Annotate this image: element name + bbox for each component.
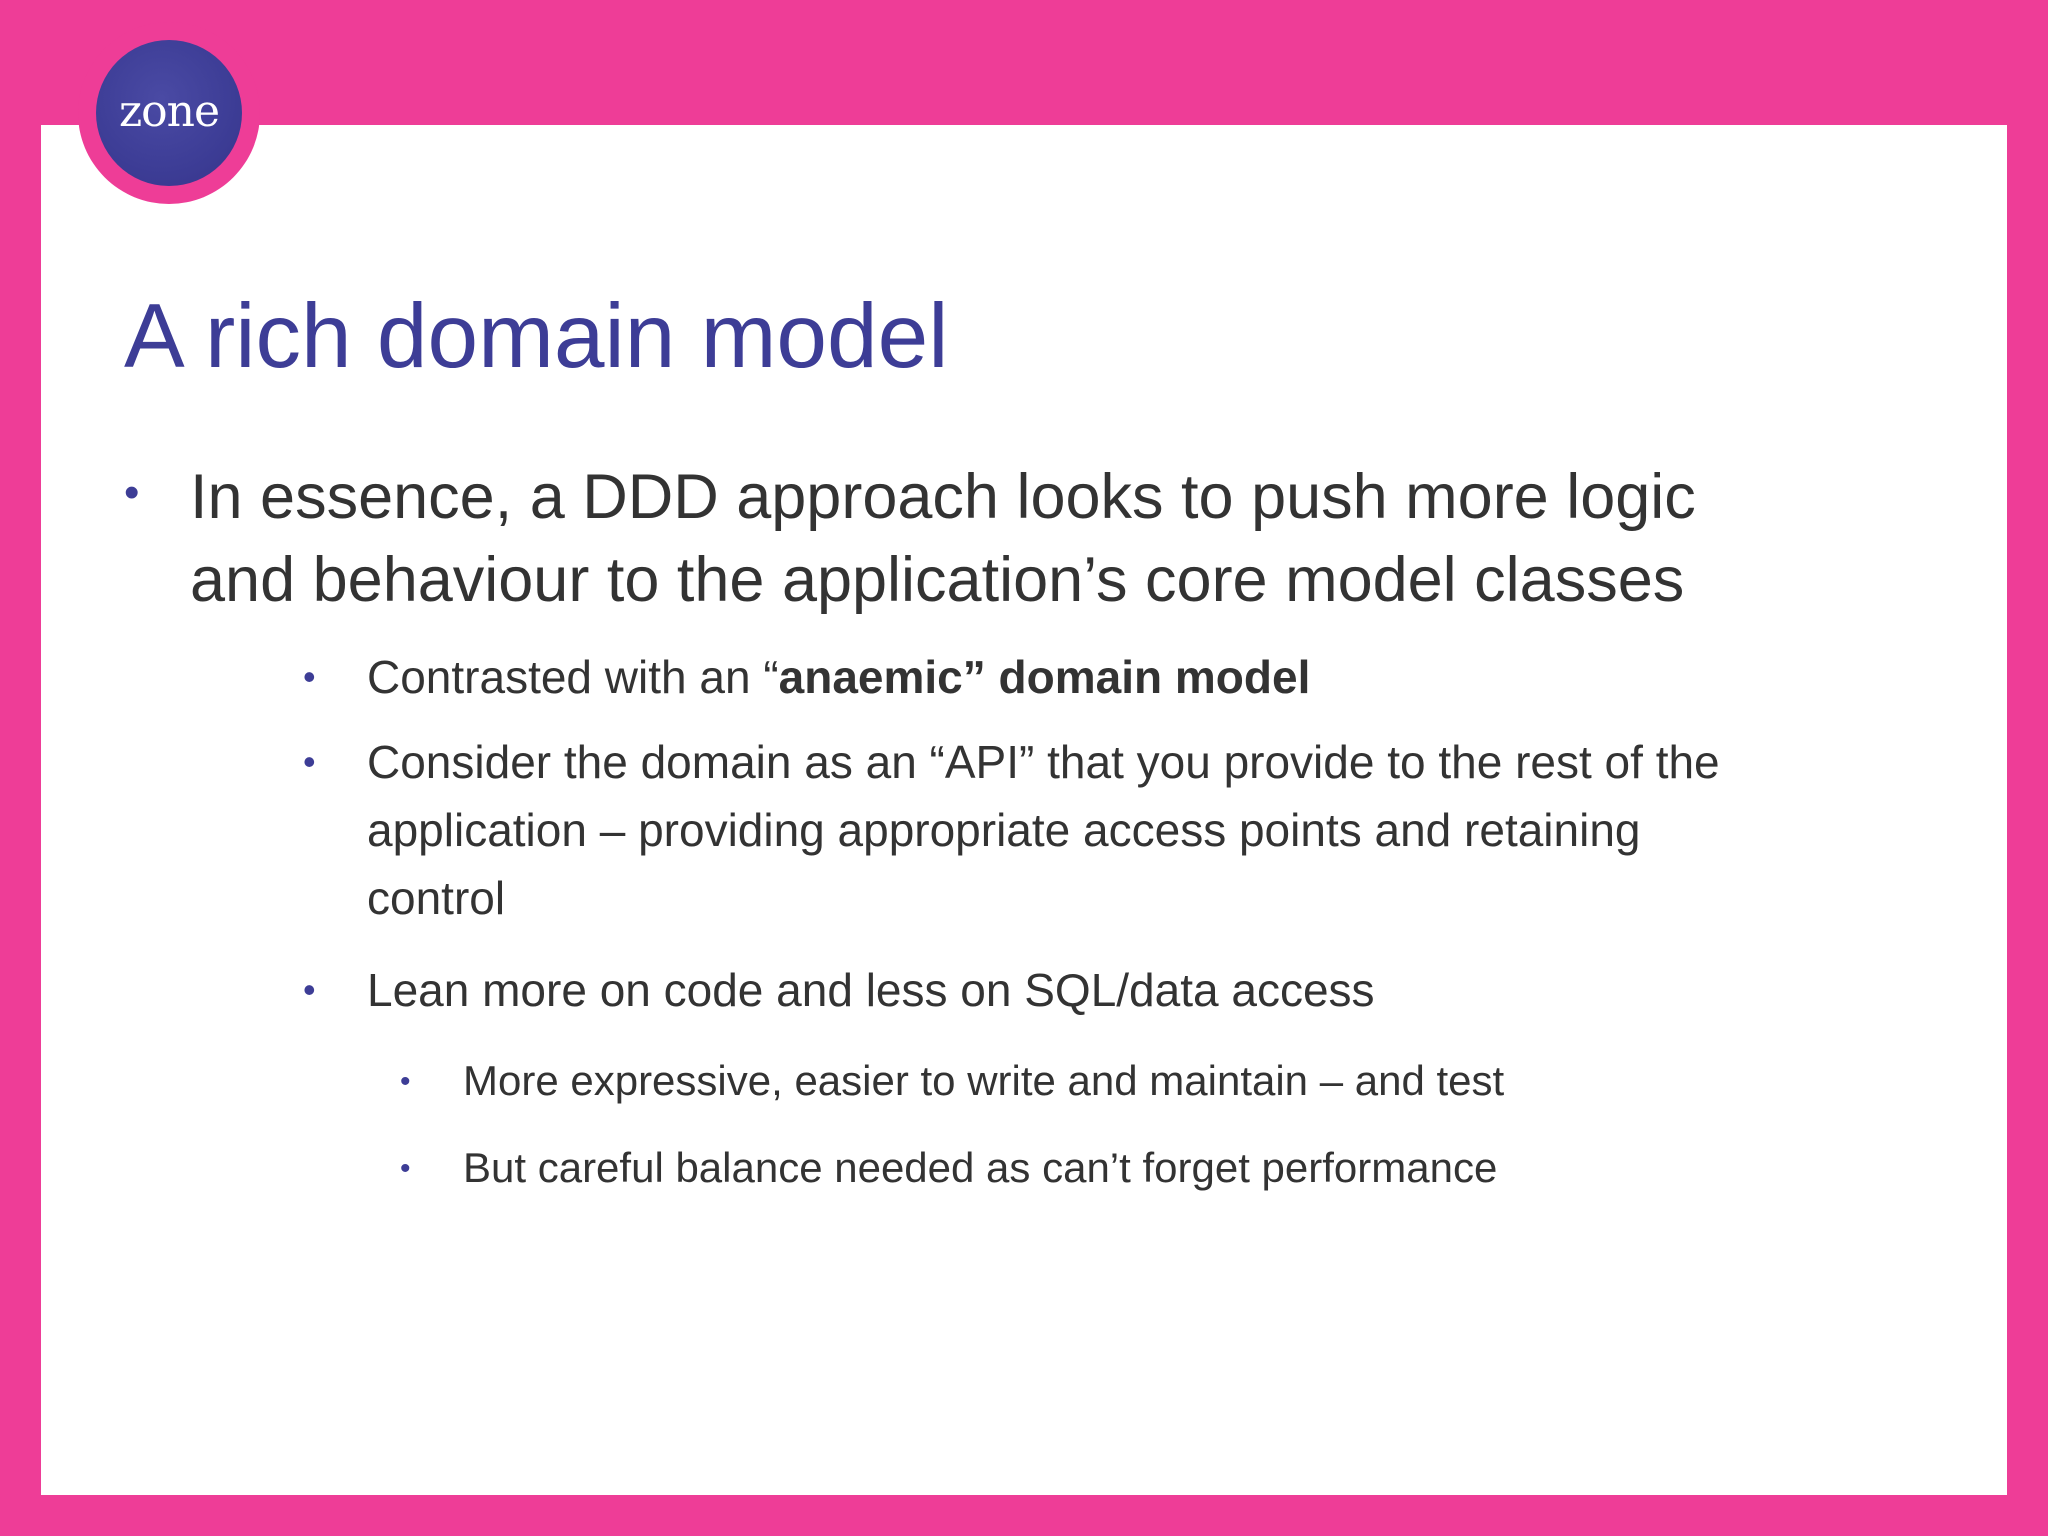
bullet-text-line: Consider the domain as an “API” that you…: [367, 736, 1720, 788]
bullet-dot: •: [303, 969, 316, 1010]
bullet-text-plain: Contrasted with an “: [367, 651, 779, 703]
bullet-dot: •: [124, 468, 140, 517]
content-panel: [41, 125, 2007, 1495]
bullet-text-line: More expressive, easier to write and mai…: [463, 1057, 1505, 1104]
bullet-text-line: control: [367, 872, 506, 924]
bullet-dot: •: [400, 1152, 411, 1185]
bullet-text-line: and behaviour to the application’s core …: [190, 545, 1685, 615]
bullet-dot: •: [303, 656, 316, 697]
bullet-dot: •: [400, 1065, 411, 1098]
bullet-text-bold: anaemic” domain model: [778, 651, 1311, 703]
bullet-text-line: Lean more on code and less on SQL/data a…: [367, 964, 1375, 1016]
bullet-text-line: application – providing appropriate acce…: [367, 804, 1641, 856]
logo-text: zone: [118, 85, 220, 137]
bullet-dot: •: [303, 741, 316, 782]
bullet-text-line: In essence, a DDD approach looks to push…: [190, 462, 1696, 532]
slide-title: A rich domain model: [124, 286, 949, 387]
bullet-text-line: But careful balance needed as can’t forg…: [463, 1144, 1498, 1191]
zone-logo: zone: [96, 40, 242, 186]
bullet-text-line: Contrasted with an “anaemic” domain mode…: [367, 643, 1310, 711]
